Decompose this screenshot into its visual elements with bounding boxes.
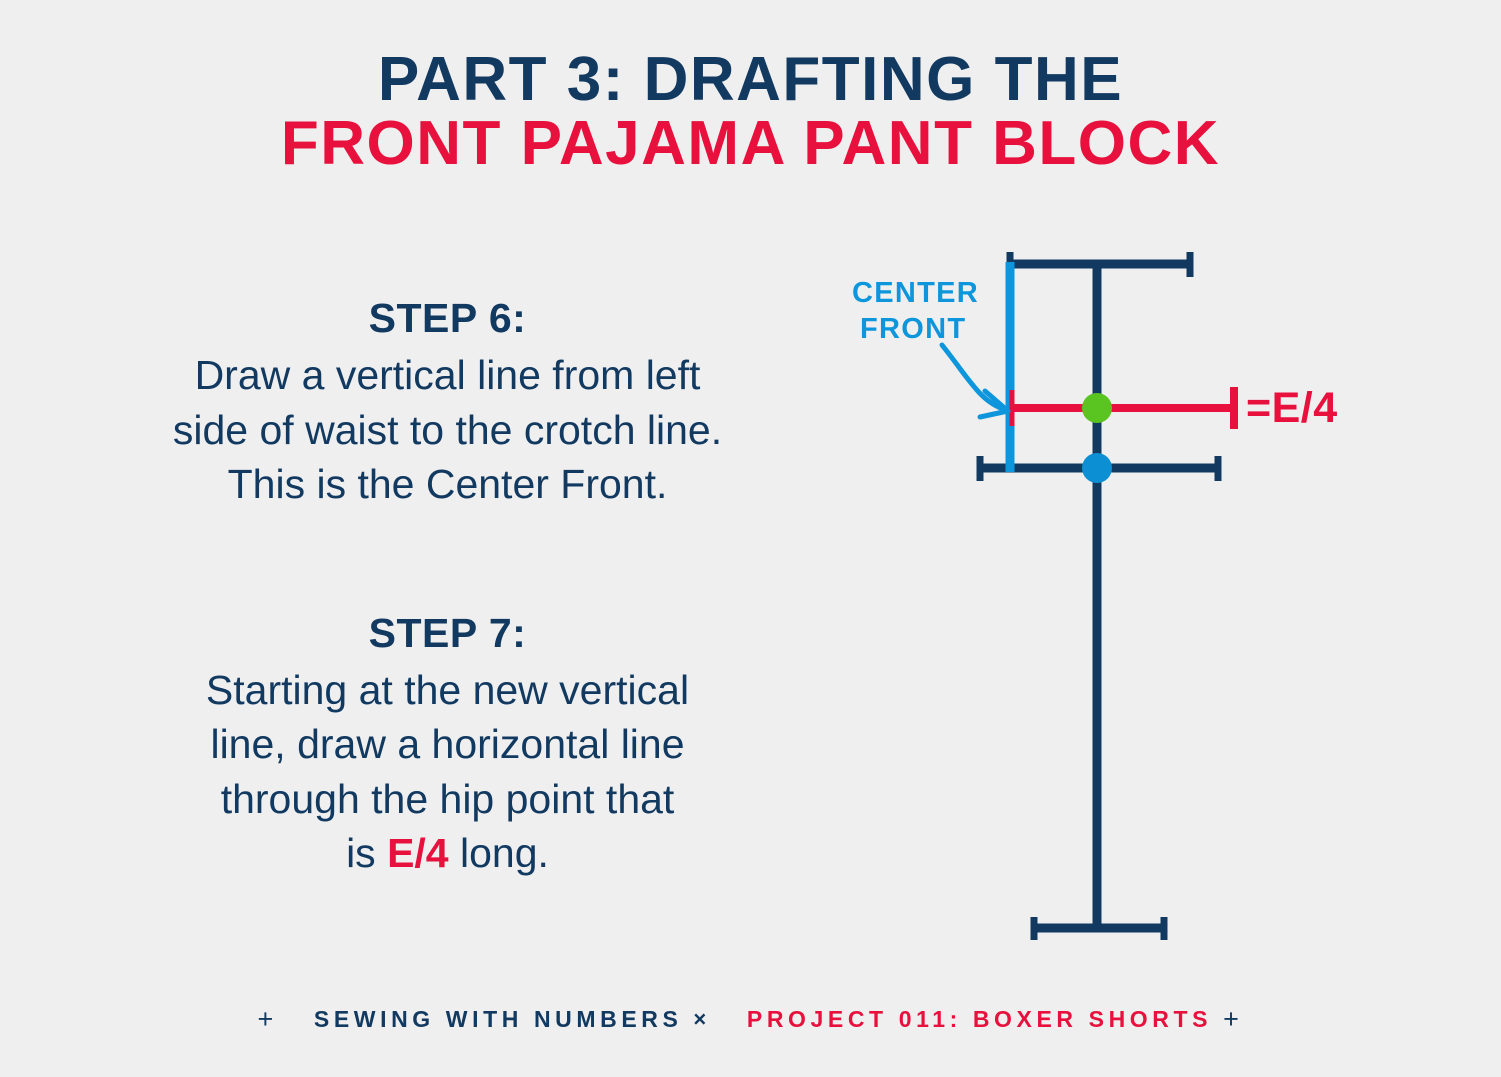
plus-right-icon: + xyxy=(1223,1004,1244,1034)
step-6-line-2: side of waist to the crotch line. xyxy=(172,406,723,453)
hip-point-green-dot xyxy=(1082,393,1112,423)
pattern-draft-diagram: CENTER FRONT =E/4 xyxy=(830,230,1410,970)
e4-measure-label: =E/4 xyxy=(1246,384,1338,432)
step-7-line-1: Starting at the new vertical xyxy=(205,666,690,713)
step-6-block: STEP 6: Draw a vertical line from left s… xyxy=(45,295,850,512)
title-line-2: FRONT PAJAMA PANT BLOCK xyxy=(280,109,1221,179)
crotch-point-blue-dot xyxy=(1082,453,1112,483)
center-front-label-line-1: CENTER xyxy=(852,277,979,309)
center-front-arrow-icon xyxy=(939,342,1011,420)
step-6-line-3: This is the Center Front. xyxy=(227,461,668,508)
footer-brand: SEWING WITH NUMBERS xyxy=(313,1006,683,1032)
hem-line xyxy=(1030,917,1168,940)
footer-separator-x-icon: × xyxy=(693,1006,711,1032)
step-7-line-4-post: long. xyxy=(448,830,549,877)
step-6-text: Draw a vertical line from left side of w… xyxy=(45,348,850,512)
step-7-block: STEP 7: Starting at the new vertical lin… xyxy=(45,610,850,881)
step-7-heading: STEP 7: xyxy=(368,609,527,656)
instructions-panel: STEP 6: Draw a vertical line from left s… xyxy=(45,295,850,881)
step-6-line-1: Draw a vertical line from left xyxy=(194,352,701,398)
title-line-1: PART 3: DRAFTING THE xyxy=(377,45,1124,114)
e4-measure-line xyxy=(1009,387,1238,429)
plus-left-icon: + xyxy=(257,1004,278,1034)
page-title: PART 3: DRAFTING THE FRONT PAJAMA PANT B… xyxy=(0,45,1501,179)
step-7-text: Starting at the new vertical line, draw … xyxy=(45,663,850,881)
step-7-emphasis-e4: E/4 xyxy=(387,830,449,877)
center-front-label-line-2: FRONT xyxy=(860,313,966,345)
step-7-line-4-pre: is xyxy=(346,830,388,877)
footer-credit-bar: + SEWING WITH NUMBERS × PROJECT 011: BOX… xyxy=(0,1004,1501,1035)
step-6-heading: STEP 6: xyxy=(368,295,527,341)
step-7-line-2: line, draw a horizontal line xyxy=(210,721,685,768)
footer-project: PROJECT 011: BOXER SHORTS xyxy=(746,1006,1213,1032)
step-7-line-3: through the hip point that xyxy=(220,775,675,822)
